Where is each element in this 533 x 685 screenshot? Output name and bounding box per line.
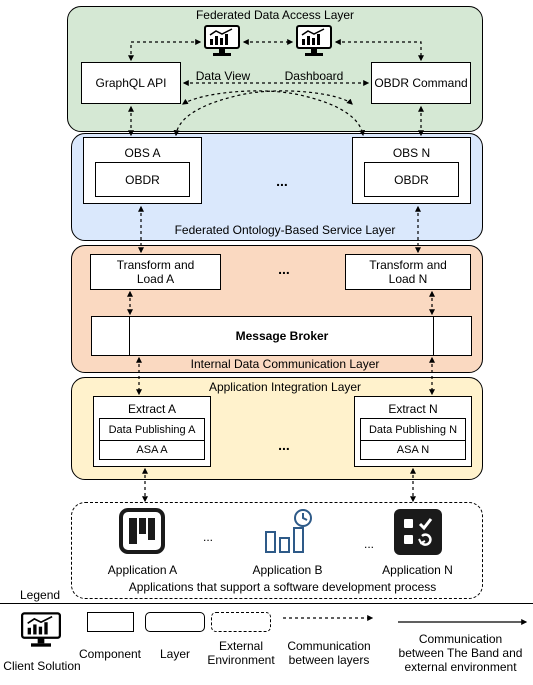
access-layer-title: Federated Data Access Layer xyxy=(195,8,355,22)
applications-ellipsis-1: ... xyxy=(202,530,213,544)
obdr-n-box: OBDR xyxy=(364,162,459,197)
graphql-api-box: GraphQL API xyxy=(81,62,181,104)
legend-layer-label: Layer xyxy=(159,647,191,661)
transform-load-n-box: Transform and Load N xyxy=(345,254,471,290)
connector-dashboard-obdrcmd xyxy=(334,39,424,62)
extract-a-label: Extract A xyxy=(127,402,177,416)
obs-a-box: OBS A OBDR xyxy=(83,137,202,204)
extract-a-box: Extract A Data Publishing A ASA A xyxy=(93,396,211,467)
legend-layer-swatch xyxy=(145,612,205,632)
transform-load-a-label: Transform and Load A xyxy=(116,258,195,286)
legend-comm-layers-label: Communication between layers xyxy=(287,639,371,667)
legend-external-label: External Environment xyxy=(207,639,275,667)
obdr-a-box: OBDR xyxy=(95,162,190,197)
legend-client-label: Client Solution xyxy=(3,659,81,673)
legend-divider xyxy=(0,603,533,604)
legend-external-swatch xyxy=(211,612,271,632)
legend-title: Legend xyxy=(20,588,61,602)
legend-component-swatch xyxy=(87,612,134,632)
asa-n-label: ASA N xyxy=(396,444,430,456)
connector-obdrcmd-obsa xyxy=(173,90,353,137)
transform-load-n-label: Transform and Load N xyxy=(369,258,447,286)
communication-ellipsis: ... xyxy=(278,261,290,277)
broker-right-divider xyxy=(433,317,434,355)
dashboard-label: Dashboard xyxy=(284,69,344,83)
integration-layer-title: Application Integration Layer xyxy=(208,380,362,394)
application-n-icon xyxy=(393,508,443,556)
application-b-icon xyxy=(263,508,313,554)
communication-layer-title: Internal Data Communication Layer xyxy=(190,357,380,371)
legend-comm-external-label: Communication between The Band and exter… xyxy=(398,632,523,674)
graphql-api-label: GraphQL API xyxy=(95,76,167,90)
integration-ellipsis: ... xyxy=(278,437,290,453)
service-layer-title: Federated Ontology-Based Service Layer xyxy=(174,223,396,237)
data-view-label: Data View xyxy=(195,69,251,83)
extract-n-label: Extract N xyxy=(388,402,438,416)
message-broker-box: Message Broker xyxy=(91,316,472,356)
broker-left-divider xyxy=(129,317,130,355)
connector-graphql-dataview xyxy=(128,39,202,62)
application-b-label: Application B xyxy=(252,563,323,577)
obs-n-label: OBS N xyxy=(392,146,431,160)
asa-a-label: ASA A xyxy=(136,444,168,456)
legend-component-label: Component xyxy=(78,647,142,661)
asa-a-box: ASA A xyxy=(99,440,205,460)
transform-load-a-box: Transform and Load A xyxy=(90,254,221,290)
data-publishing-n-box: Data Publishing N xyxy=(360,418,466,441)
application-a-label: Application A xyxy=(107,563,178,577)
data-view-icon xyxy=(204,25,240,57)
legend-client-icon xyxy=(21,612,61,648)
obdr-command-box: OBDR Command xyxy=(371,62,471,104)
applications-caption: Applications that support a software dev… xyxy=(128,580,437,594)
obdr-command-label: OBDR Command xyxy=(374,76,468,90)
obs-a-label: OBS A xyxy=(124,146,161,160)
data-publishing-a-label: Data Publishing A xyxy=(108,423,196,436)
application-n-label: Application N xyxy=(382,563,453,577)
asa-n-box: ASA N xyxy=(360,440,466,460)
message-broker-label: Message Broker xyxy=(235,329,329,343)
external-environment xyxy=(71,502,483,599)
application-a-icon xyxy=(119,508,165,554)
obdr-a-label: OBDR xyxy=(125,172,160,187)
connector-graphql-obsn xyxy=(181,90,366,137)
extract-n-box: Extract N Data Publishing N ASA N xyxy=(354,396,472,467)
service-ellipsis: ... xyxy=(276,173,288,189)
dashboard-icon xyxy=(296,25,332,57)
data-publishing-n-label: Data Publishing N xyxy=(368,423,458,436)
obs-n-box: OBS N OBDR xyxy=(352,137,471,204)
applications-ellipsis-2: ... xyxy=(363,537,374,551)
obdr-n-label: OBDR xyxy=(394,172,429,187)
